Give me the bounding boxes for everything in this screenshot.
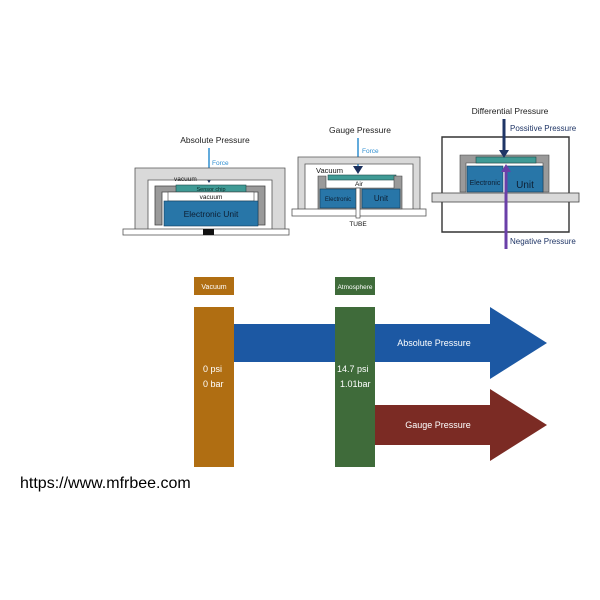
gauge-force-label: Force	[362, 148, 379, 155]
absolute-sensor-label: Sensor chip	[196, 187, 225, 193]
differential-negative-arrowhead	[501, 164, 511, 172]
gauge-force-arrowhead	[353, 166, 363, 174]
vacuum-tag	[194, 277, 234, 295]
gauge-tube-label: TUBE	[349, 221, 367, 228]
gauge-arrow-label: Gauge Pressure	[405, 420, 471, 430]
gauge-electronic-label: Electronic	[325, 197, 351, 203]
gauge-pressure-arrow	[374, 389, 547, 461]
gauge-unit-block	[361, 188, 401, 209]
vacuum-tag-label: Vacuum	[201, 284, 226, 291]
gauge-sensor-chip	[327, 174, 397, 181]
vacuum-psi-value: 0 psi	[203, 364, 222, 374]
differential-unit-label: Unit	[516, 180, 534, 191]
gauge-unit-label: Unit	[374, 194, 389, 203]
differential-sensor-chip	[475, 156, 537, 164]
absolute-arrow-label: Absolute Pressure	[397, 338, 471, 348]
absolute-vacuum-label-2: vacuum	[200, 194, 223, 201]
absolute-electronic-unit	[163, 200, 259, 227]
differential-pressure-diagram: Differential Pressure Electronic Unit Po…	[431, 106, 580, 249]
absolute-unit-label: Electronic Unit	[184, 209, 239, 219]
atmosphere-tag	[335, 277, 375, 295]
differential-electronic-label: Electronic	[470, 180, 501, 187]
differential-unit-block	[506, 165, 544, 193]
vacuum-bar	[194, 307, 234, 467]
vacuum-bar-value: 0 bar	[203, 379, 224, 389]
gauge-title: Gauge Pressure	[329, 125, 391, 135]
absolute-pressure-arrow	[234, 307, 547, 379]
atmosphere-tag-label: Atmosphere	[337, 284, 372, 291]
pressure-scale-diagram: Absolute Pressure Gauge Pressure Vacuum …	[194, 277, 547, 467]
differential-positive-arrowhead	[499, 150, 509, 158]
gauge-tube	[355, 187, 361, 219]
gauge-vacuum-label: Vacuum	[316, 166, 343, 175]
gauge-pressure-diagram: Gauge Pressure Force Vacuum Air Electron…	[291, 125, 427, 228]
atmosphere-bar-value: 1.01bar	[340, 379, 371, 389]
atmosphere-bar	[335, 307, 375, 467]
differential-electronic-block	[466, 165, 504, 193]
differential-positive-label: Possitive Pressure	[510, 124, 577, 133]
absolute-title: Absolute Pressure	[180, 135, 250, 145]
differential-title: Differential Pressure	[472, 106, 549, 116]
absolute-pressure-diagram: Absolute Pressure Force vacuum Sensor ch…	[122, 135, 290, 236]
absolute-vacuum-label: vacuum	[174, 176, 197, 183]
absolute-port	[203, 229, 214, 235]
differential-negative-label: Negative Pressure	[510, 237, 576, 246]
absolute-force-label: Force	[212, 160, 229, 167]
gauge-air-label: Air	[355, 181, 364, 188]
atmosphere-psi-value: 14.7 psi	[337, 364, 369, 374]
source-url: https://www.mfrbee.com	[20, 475, 191, 492]
